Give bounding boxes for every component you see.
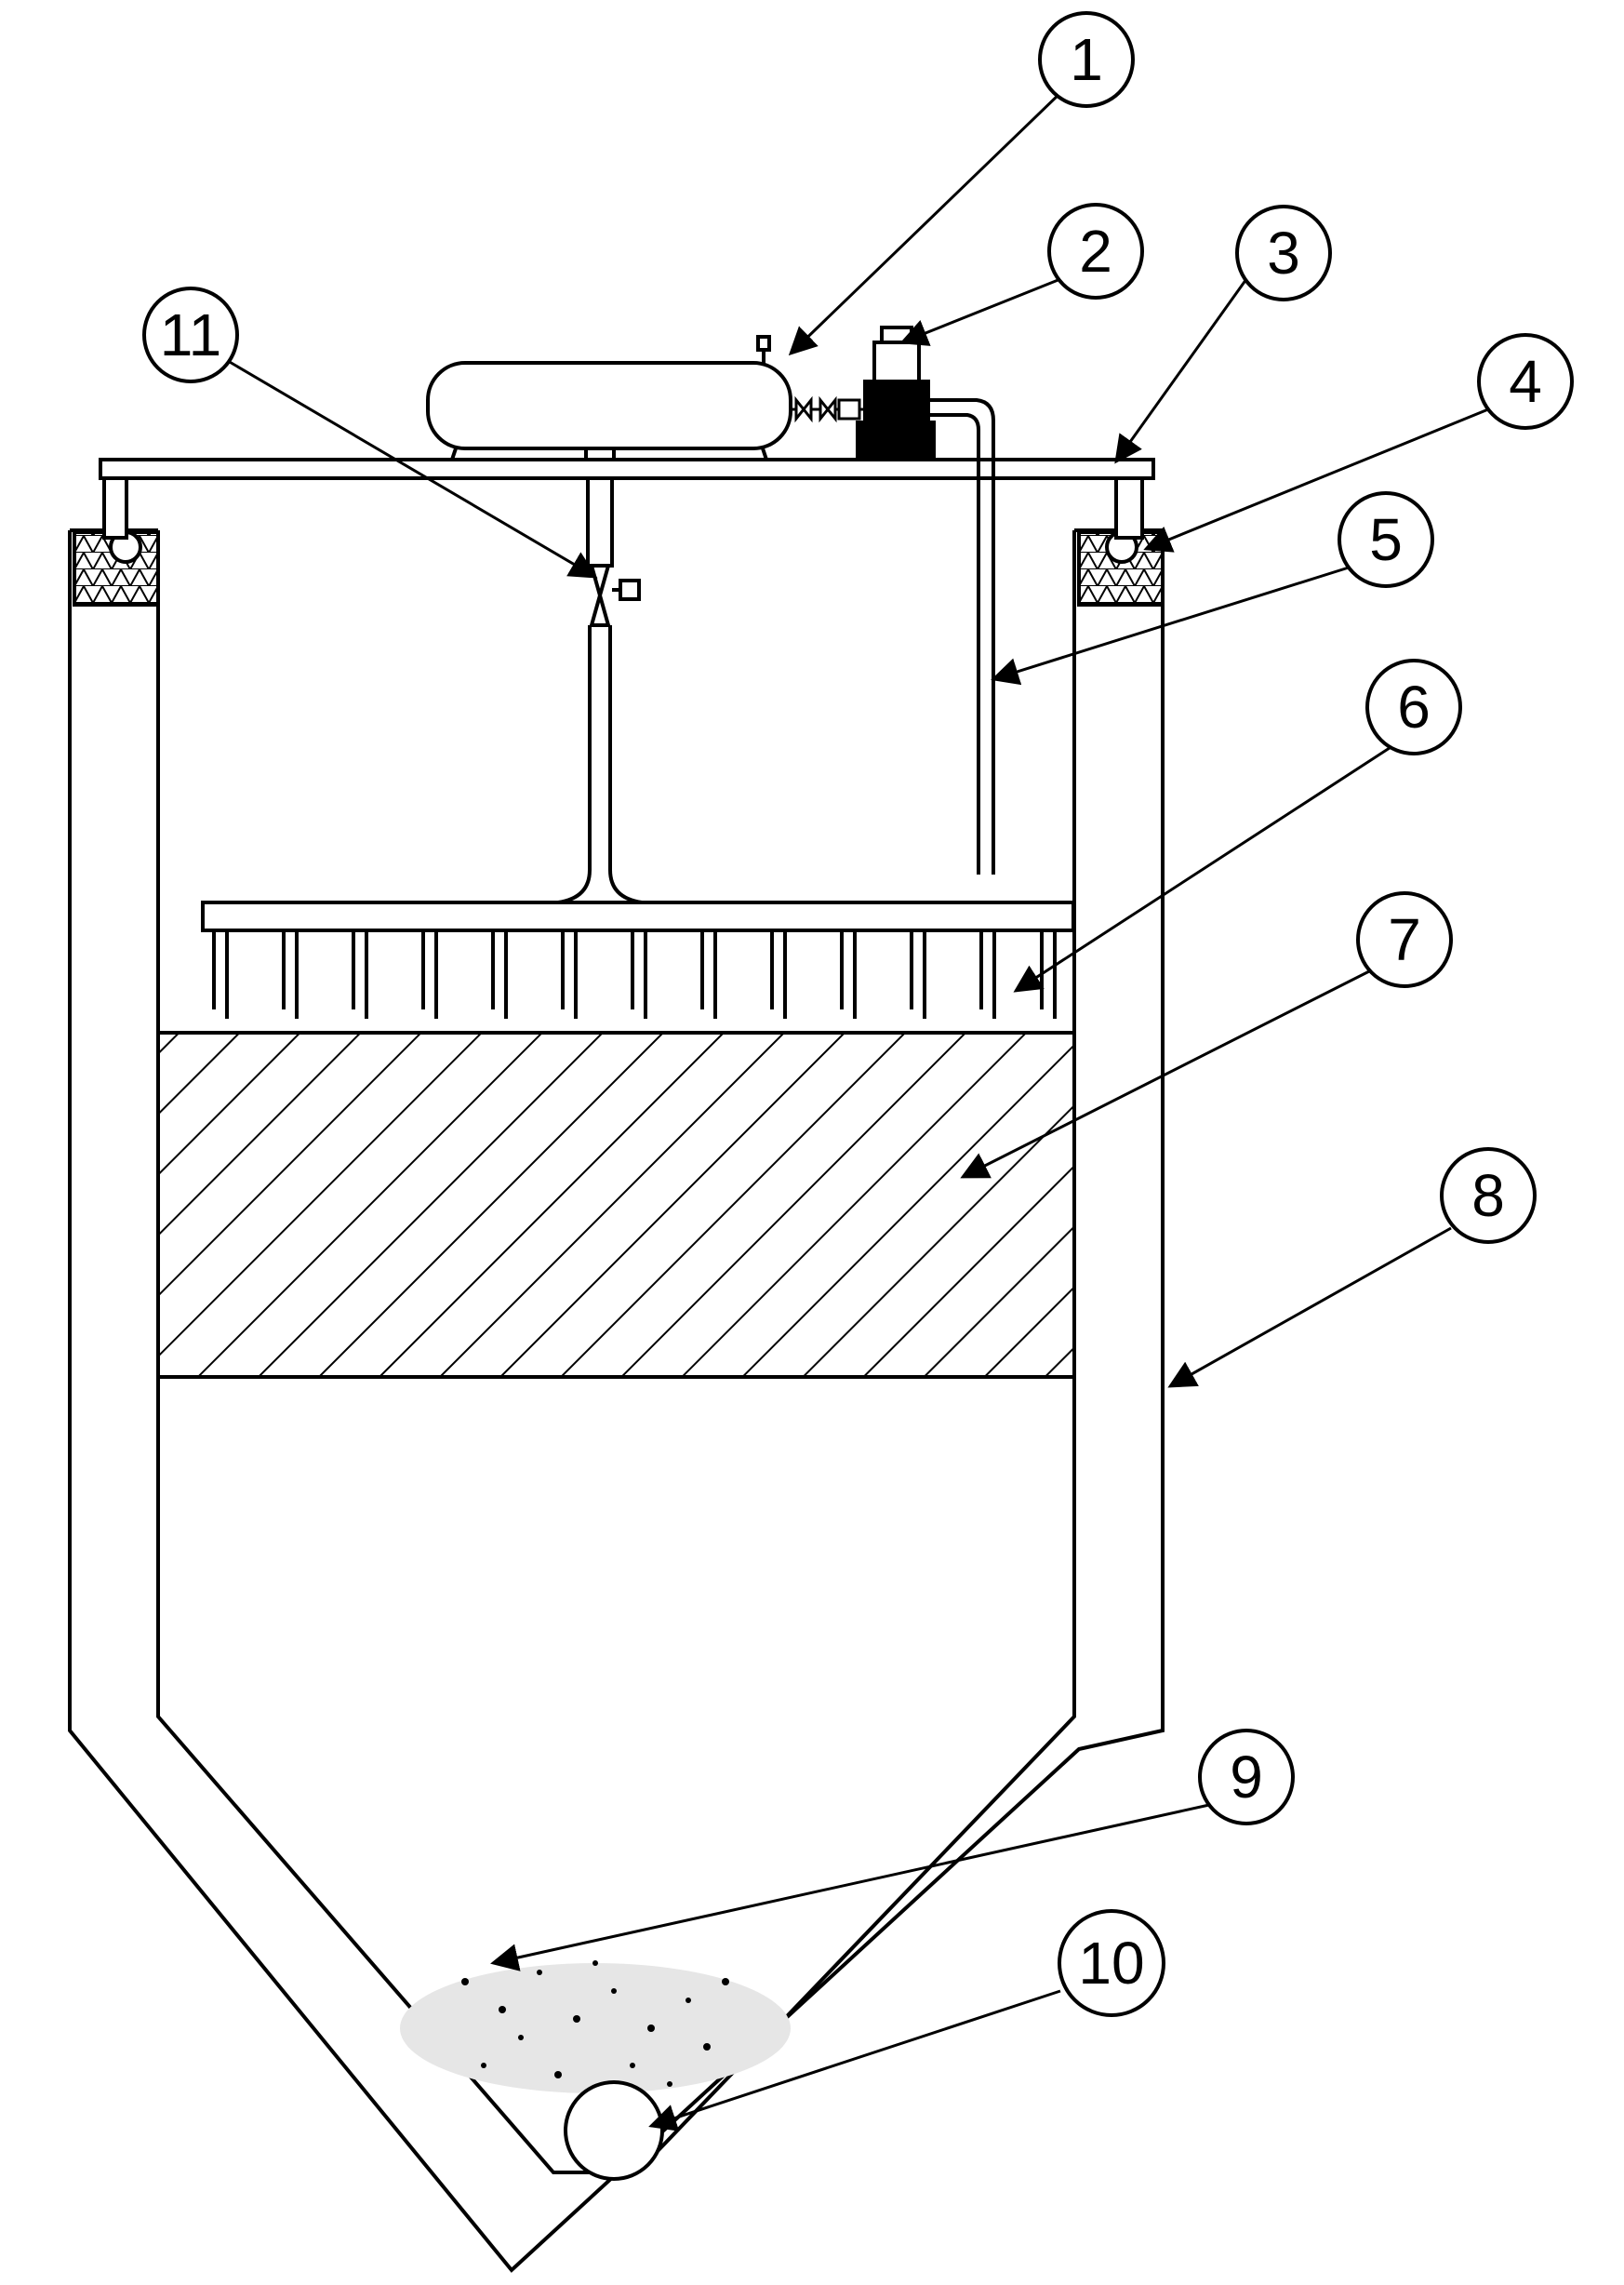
callout-9-label: 9	[1230, 1744, 1263, 1811]
callout-1: 1	[1038, 11, 1135, 108]
filter-media-layer	[156, 1031, 1076, 1379]
callout-11-label: 11	[160, 301, 221, 368]
callout-8-label: 8	[1471, 1162, 1505, 1229]
callout-10-label: 10	[1078, 1930, 1144, 1997]
callout-3-label: 3	[1267, 220, 1300, 287]
outlet-pipe	[564, 2080, 664, 2181]
distribution-manifold	[201, 901, 1075, 1019]
nozzle-row	[212, 930, 1057, 1019]
callout-2: 2	[1047, 203, 1144, 300]
bridge-frame	[99, 458, 1155, 540]
callout-5-label: 5	[1369, 506, 1403, 573]
callout-7: 7	[1356, 891, 1453, 988]
callout-2-label: 2	[1079, 218, 1112, 285]
callout-8: 8	[1440, 1147, 1537, 1244]
callout-7-label: 7	[1388, 906, 1421, 973]
top-tank	[426, 335, 792, 461]
callout-4-label: 4	[1509, 348, 1542, 415]
callout-10: 10	[1058, 1909, 1165, 2017]
pump-motor	[856, 326, 936, 461]
sediment	[400, 1960, 791, 2093]
callout-5: 5	[1338, 491, 1434, 588]
callout-3: 3	[1235, 205, 1332, 301]
leader-lines	[222, 91, 1489, 2131]
callout-4: 4	[1477, 333, 1574, 430]
callout-6-label: 6	[1397, 674, 1431, 741]
connecting-valves	[791, 395, 865, 423]
callout-6: 6	[1365, 659, 1462, 755]
callout-1-label: 1	[1070, 26, 1103, 93]
discharge-pipe	[928, 398, 995, 875]
callout-11: 11	[142, 287, 239, 383]
callout-9: 9	[1198, 1729, 1295, 1825]
feed-pipe	[557, 447, 643, 904]
